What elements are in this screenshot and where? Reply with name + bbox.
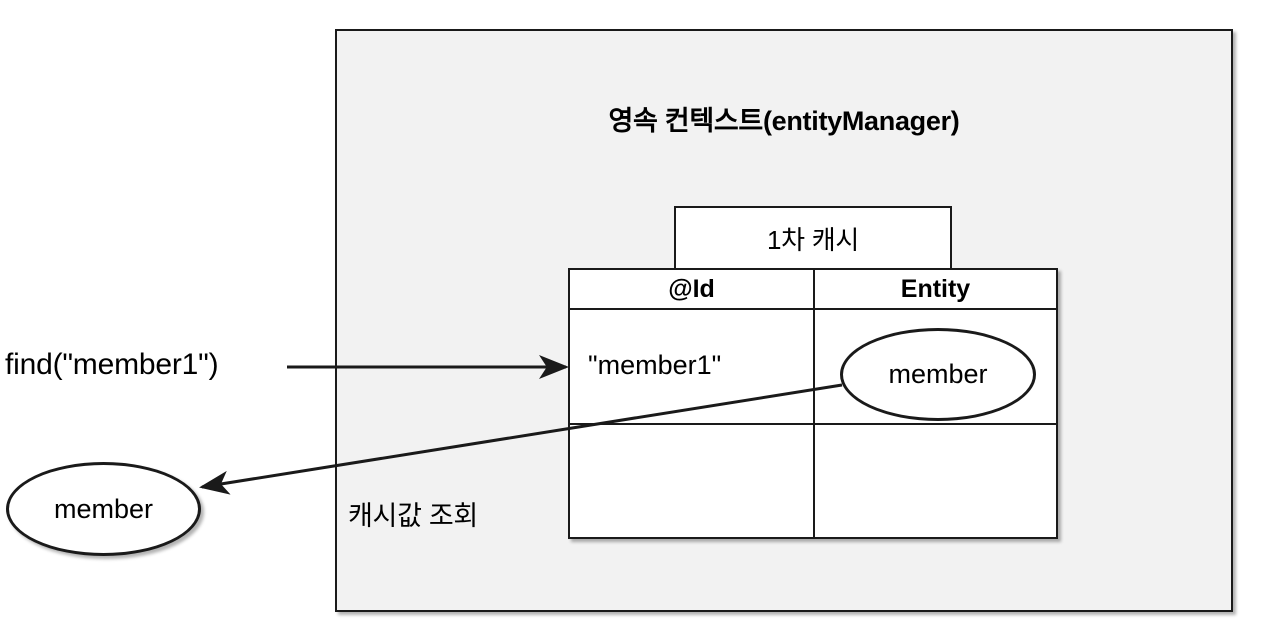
table-column-divider xyxy=(813,270,815,537)
find-call-label: find("member1") xyxy=(5,348,219,381)
cache-lookup-label: 캐시값 조회 xyxy=(348,501,478,531)
cached-entity-ellipse: member xyxy=(840,328,1036,421)
first-level-cache-tab-label: 1차 캐시 xyxy=(767,224,859,255)
returned-entity-ellipse: member xyxy=(6,462,201,556)
table-row-id-value: "member1" xyxy=(588,350,722,380)
first-level-cache-tab: 1차 캐시 xyxy=(674,206,952,270)
returned-entity-label: member xyxy=(53,493,154,524)
column-header-id: @Id xyxy=(668,275,715,303)
persistence-context-title: 영속 컨텍스트(entityManager) xyxy=(608,106,960,136)
cached-entity-label: member xyxy=(888,359,988,389)
column-header-entity: Entity xyxy=(900,275,971,303)
